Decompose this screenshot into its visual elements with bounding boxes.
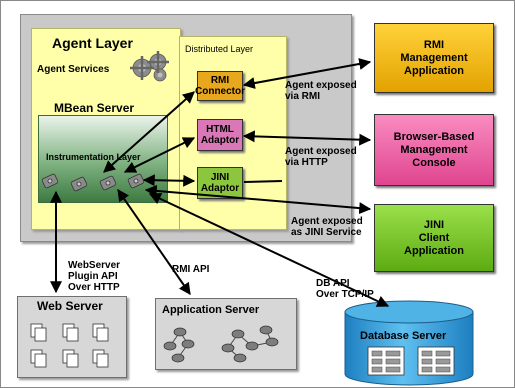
html-adaptor-box: HTML Adaptor <box>197 119 243 151</box>
arrow-html-adaptor-to-browser <box>242 130 372 146</box>
distributed-layer-title: Distributed Layer <box>185 44 254 54</box>
object-graph-icon <box>160 322 290 366</box>
arrow-mbean-to-html-adaptor <box>123 137 196 173</box>
document-icons <box>28 320 118 372</box>
label-webserver-plugin-api: WebServer Plugin API Over HTTP <box>68 260 121 293</box>
browser-management-console-box: Browser-Based Management Console <box>374 114 494 186</box>
arrow-jini-adaptor-to-jini-app <box>243 180 283 183</box>
arrow-mbean-to-jini-adaptor <box>142 174 196 187</box>
database-table-icons <box>366 345 456 377</box>
web-server-label: Web Server <box>37 299 103 313</box>
jini-client-app-box: JINI Client Application <box>374 204 494 272</box>
arrow-mbean-to-app-server <box>117 189 191 295</box>
database-server-label: Database Server <box>360 330 447 342</box>
mbean-icons <box>41 173 145 192</box>
instrumentation-layer-label: Instrumentation Layer <box>46 152 141 162</box>
arrow-mbean-to-rmi-connector <box>103 91 195 173</box>
rmi-connector-box: RMI Connector <box>195 71 245 101</box>
label-agent-via-http: Agent exposed via HTTP <box>285 146 357 168</box>
agent-services-label: Agent Services <box>37 64 110 75</box>
gear-icon <box>128 50 172 82</box>
arrow-rmi-connector-to-rmi-app <box>242 58 372 89</box>
agent-layer-title: Agent Layer <box>52 35 133 51</box>
arrow-mbean-to-database <box>148 193 390 307</box>
arrow-mbean-to-jini-app <box>144 184 372 215</box>
application-server-label: Application Server <box>162 304 260 316</box>
rmi-management-app-box: RMI Management Application <box>374 23 494 93</box>
